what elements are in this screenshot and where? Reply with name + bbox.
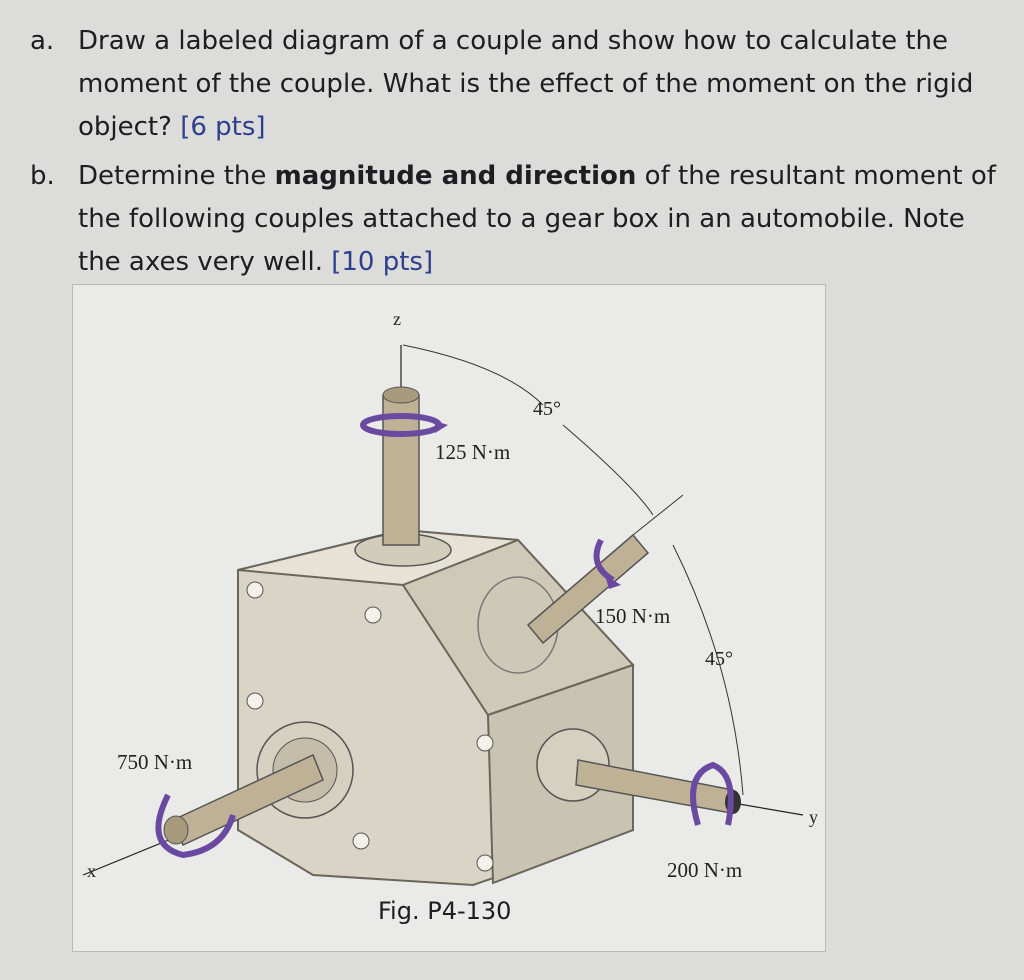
couple-arrow-750 [155, 793, 236, 859]
angle-arc-right [672, 544, 744, 796]
couple-arrow-150 [593, 538, 615, 583]
bolt-hole [476, 854, 494, 872]
question-b: b. Determine the magnitude and direction… [30, 155, 1000, 285]
question-a-body: Draw a labeled diagram of a couple and s… [78, 26, 974, 142]
bolt-hole [246, 692, 264, 710]
diagonal-axis-line [632, 494, 684, 536]
question-b-points: [10 pts] [331, 247, 434, 277]
question-a-points: [6 pts] [180, 112, 266, 142]
question-a-text: Draw a labeled diagram of a couple and s… [78, 20, 1008, 149]
figure-caption: Fig. P4-130 [378, 897, 512, 925]
y-axis-label: y [809, 807, 818, 827]
y-axis-line [732, 802, 804, 816]
moment-150-label: 150 N·m [595, 604, 670, 628]
bolt-hole [246, 581, 264, 599]
left-shaft-end [163, 815, 189, 845]
moment-750-label: 750 N·m [117, 750, 192, 774]
moment-200-label: 200 N·m [667, 858, 742, 882]
gearbox-diagram: z x y 45° 45° 125 N·m 150 N·m 750 N·m 20… [82, 309, 818, 887]
couple-arrowhead-125 [435, 421, 448, 433]
couple-arrowhead-150 [605, 575, 621, 589]
angle-arc-top-lower [562, 424, 654, 516]
question-a-label: a. [30, 26, 55, 56]
moment-125-label: 125 N·m [435, 440, 510, 464]
question-b-body-start: Determine the [78, 161, 267, 191]
question-b-label: b. [30, 161, 55, 191]
question-b-bold: magnitude and direction [274, 161, 637, 191]
x-axis-label: x [87, 861, 96, 881]
angle-arc-top [402, 344, 544, 406]
bolt-hole [476, 734, 494, 752]
angle-right-label: 45° [705, 648, 733, 670]
question-a: a. Draw a labeled diagram of a couple an… [30, 20, 1000, 150]
z-axis-label: z [393, 309, 401, 329]
question-b-text: Determine the magnitude and direction of… [78, 155, 1008, 284]
top-shaft-end [382, 386, 420, 404]
couple-arrow-200 [690, 761, 734, 826]
angle-top-label: 45° [533, 398, 561, 420]
gearbox-figure: z x y 45° 45° 125 N·m 150 N·m 750 N·m 20… [72, 284, 826, 952]
bolt-hole [364, 606, 382, 624]
bolt-hole [352, 832, 370, 850]
question-b-body-end: of the resultant moment of the following… [78, 161, 996, 277]
